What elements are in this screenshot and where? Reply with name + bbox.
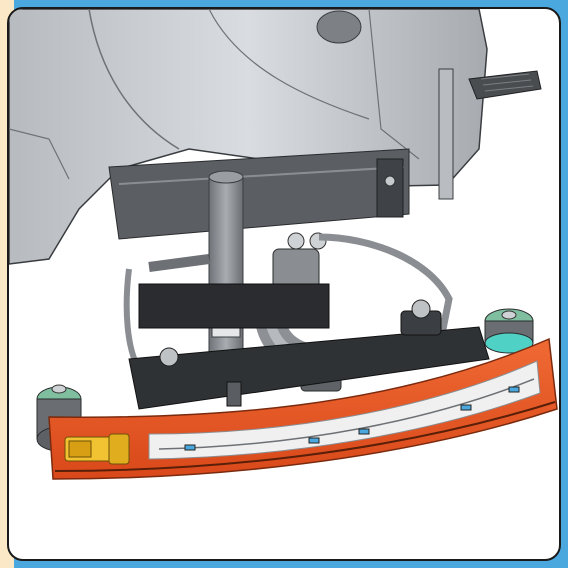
chassis-frame: [108, 148, 410, 240]
foot-pedal: [438, 68, 542, 200]
yellow-latch: [64, 433, 130, 465]
blade-clips: [184, 386, 520, 451]
squeegee-blade: [48, 337, 558, 480]
illustration-card: [7, 7, 561, 561]
suction-pipe: [208, 170, 244, 368]
machine-illustration: [9, 9, 558, 480]
squeegee-support: [128, 283, 490, 410]
right-wheels: [484, 308, 534, 354]
